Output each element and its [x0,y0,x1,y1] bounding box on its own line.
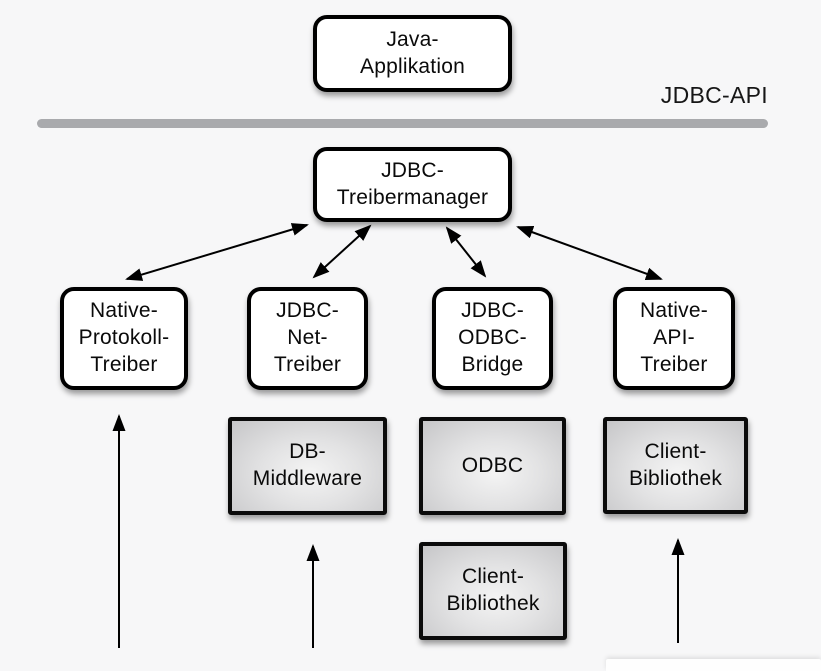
native-api-treiber-box: Native- API- Treiber [613,287,735,390]
arrow-treibermanager-jdbc-net [312,224,372,279]
jdbc-odbc-bridge-box: JDBC- ODBC- Bridge [432,287,553,390]
arrow-treibermanager-native-protokoll [125,223,309,281]
client-bibliothek-unten-box: Client- Bibliothek [419,542,567,640]
jdbc-api-label: JDBC-API [660,82,768,108]
jdbc-net-treiber-box: JDBC- Net- Treiber [247,287,368,390]
odbc-box: ODBC [419,417,566,515]
cutoff-box-edge [606,659,821,671]
jdbc-treibermanager-box: JDBC- Treibermanager [313,147,512,222]
jdbc-api-divider-line [37,119,768,128]
native-protokoll-treiber-box: Native- Protokoll- Treiber [60,287,188,390]
java-applikation-box: Java- Applikation [313,15,512,92]
arrow-treibermanager-native-api [516,226,663,280]
db-middleware-box: DB- Middleware [228,417,387,515]
client-bibliothek-rechts-box: Client- Bibliothek [603,417,748,514]
arrow-treibermanager-jdbc-odbc [445,226,487,278]
